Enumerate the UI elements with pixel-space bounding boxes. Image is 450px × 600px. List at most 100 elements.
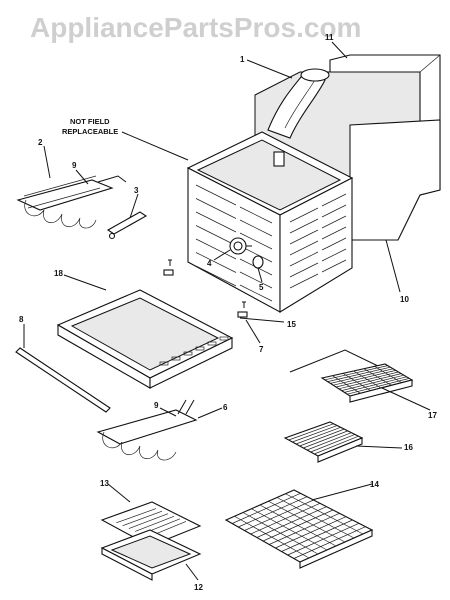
vent-slot [195, 198, 237, 219]
vent-slot [239, 219, 273, 237]
callout-10: 10 [400, 295, 409, 304]
callout-18: 18 [54, 269, 63, 278]
vent-slot [321, 204, 347, 218]
rack-17-bars [324, 365, 410, 395]
floor-slot [195, 346, 205, 351]
grid-slot [128, 513, 169, 529]
floor-slot [183, 351, 193, 356]
callout-9-upper: 9 [72, 161, 77, 170]
oven-bottom-part-18 [56, 289, 234, 389]
vent-slot [321, 237, 347, 251]
vent-slot [289, 251, 319, 267]
vent-slot [289, 207, 319, 223]
vent-slot [321, 226, 347, 240]
callout-1: 1 [240, 55, 245, 64]
vent-slot [239, 232, 273, 250]
callout-9-lower: 9 [154, 401, 159, 410]
rack-bar [314, 435, 359, 455]
cavity-vent-slots-left [195, 184, 273, 302]
rack-bar [259, 504, 337, 547]
rack-bar [363, 368, 392, 386]
floor-slot [207, 341, 217, 346]
rack-bar [288, 423, 334, 441]
floor-slot [219, 336, 229, 341]
rack-bar [332, 375, 361, 394]
callout-3: 3 [134, 186, 139, 195]
large-rack-part-14 [224, 489, 374, 569]
grid-slot [122, 510, 163, 527]
callout-7: 7 [259, 345, 264, 354]
rack-bar [306, 432, 352, 451]
broiler-pan-part-12 [100, 529, 202, 581]
broil-element-part-2 [16, 175, 127, 229]
rack-bar [342, 373, 371, 391]
bake-element-part-6 [96, 399, 198, 461]
vent-slot [195, 265, 237, 287]
vent-slot [321, 215, 347, 229]
vent-slot [321, 193, 347, 207]
rack-bar [251, 508, 328, 551]
callout-labels: 1 11 NOT FIELD REPLACEABLE 2 9 3 4 5 10 … [19, 33, 437, 592]
rack-bar [234, 515, 310, 559]
broiler-grid-part-13 [100, 501, 202, 547]
callout-11: 11 [325, 33, 334, 42]
callout-14: 14 [370, 480, 379, 489]
rack-bar [310, 434, 356, 453]
vent-slot [239, 284, 273, 302]
callout-8: 8 [19, 315, 24, 324]
mounting-screws [163, 259, 248, 318]
callout-12: 12 [194, 583, 203, 592]
floor-slot [171, 356, 181, 361]
vent-slot [239, 271, 273, 289]
callout-2: 2 [38, 138, 43, 147]
vent-slot [195, 252, 237, 273]
vent-slot [195, 184, 237, 206]
rack-bar [295, 427, 341, 445]
vent-slot [289, 218, 319, 234]
callout-5: 5 [259, 283, 264, 292]
grid-slot [135, 515, 175, 532]
vent-slot [289, 240, 319, 256]
vent-slot [195, 225, 237, 246]
oven-light-part-4 [229, 237, 252, 255]
vent-slot [289, 273, 319, 289]
floor-slot [159, 361, 169, 366]
rack-bar [374, 366, 402, 383]
callout-17: 17 [428, 411, 437, 420]
rack-14-bars [232, 493, 366, 559]
leader-lines [23, 41, 431, 581]
callout-6: 6 [223, 403, 228, 412]
watermark-text: AppliancePartsPros.com [30, 12, 361, 43]
vent-slot [321, 248, 347, 262]
vent-duct-part-1 [267, 68, 330, 139]
rack-bar [242, 512, 319, 555]
light-lens-part-5 [252, 255, 264, 269]
rack-bar [285, 493, 364, 535]
bottom-vent-slots [159, 336, 229, 366]
callout-16: 16 [404, 443, 413, 452]
vent-slot [289, 229, 319, 245]
rack-bar [303, 430, 348, 449]
not-field-replaceable-line2: REPLACEABLE [62, 127, 118, 136]
trim-strip-part-8 [15, 347, 111, 413]
rack-bar [353, 370, 382, 389]
vent-slot [289, 262, 319, 278]
callout-4: 4 [207, 259, 212, 268]
rack-bar [276, 497, 355, 539]
terminal-bracket-part-3 [106, 211, 148, 240]
rack-bar [292, 425, 338, 443]
vent-slot [195, 238, 237, 260]
rack-16-bars [288, 423, 359, 455]
vent-slot [239, 206, 273, 224]
vent-slot [195, 211, 237, 233]
callout-15: 15 [287, 320, 296, 329]
callout-13: 13 [100, 479, 109, 488]
cavity-vent-slots-right [289, 193, 347, 289]
grid-slot [116, 508, 157, 524]
rack-bar [299, 428, 345, 447]
small-rack-part-16 [283, 421, 364, 463]
rack-bar [268, 500, 346, 543]
oven-rack-part-17 [289, 349, 414, 403]
vent-slot [321, 259, 347, 273]
